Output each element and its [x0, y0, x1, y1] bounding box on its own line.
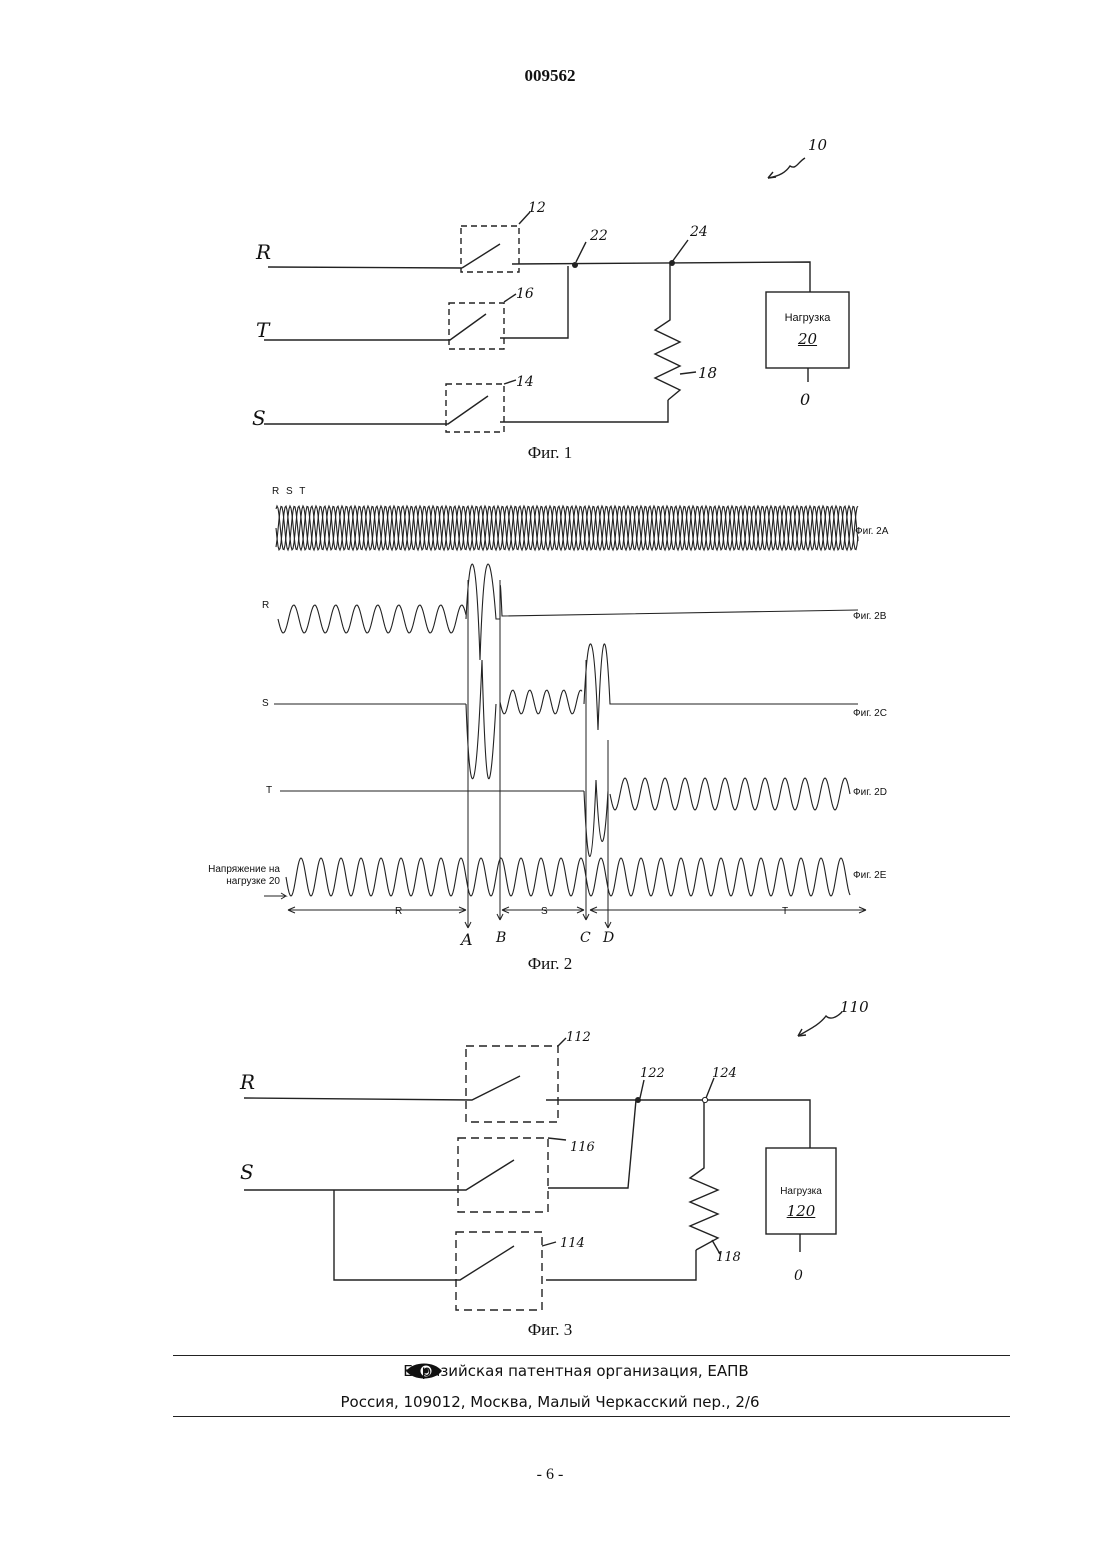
figure-1-circuit	[0, 0, 1100, 470]
fig2-caption: Фиг. 2	[450, 954, 650, 974]
footer-address: Россия, 109012, Москва, Малый Черкасский…	[0, 1393, 1100, 1411]
fig3-phase-r: R	[240, 1070, 255, 1094]
fig1-ref-label: 10	[808, 136, 827, 154]
footer-top-rule	[173, 1355, 1010, 1356]
fig2d-label: Фиг. 2D	[853, 787, 887, 798]
fig3-switch-116: 116	[570, 1140, 595, 1155]
fig3-load-label: Нагрузка	[766, 1186, 836, 1197]
fig3-caption: Фиг. 3	[450, 1320, 650, 1340]
fig2-span-s: S	[541, 906, 548, 917]
fig2-point-d: D	[603, 930, 614, 946]
fig2b-label: Фиг. 2B	[853, 611, 886, 622]
fig2-point-b: B	[496, 930, 506, 946]
fig2d-active-trace	[610, 778, 850, 810]
fig2e-trace	[286, 858, 850, 896]
fig1-ground: 0	[800, 390, 810, 409]
fig2-label-t: T	[266, 785, 272, 796]
fig3-phase-s: S	[240, 1160, 254, 1184]
fig2e-label: Фиг. 2E	[853, 870, 886, 881]
fig1-load-number: 20	[766, 330, 849, 348]
fig1-switch-16: 16	[516, 286, 534, 302]
fig2c-label: Фиг. 2C	[853, 708, 887, 719]
fig3-node-124: 124	[712, 1066, 737, 1081]
fig2-load-voltage-label: Напряжение на нагрузке 20	[196, 864, 280, 888]
fig1-switch-14: 14	[516, 374, 534, 390]
footer-bottom-rule	[173, 1416, 1010, 1417]
fig2c-end-trace	[584, 644, 858, 730]
fig1-caption: Фиг. 1	[450, 443, 650, 463]
fig2-label-s: S	[262, 698, 269, 709]
fig1-node-22: 22	[590, 228, 608, 244]
fig2d-transition-trace	[584, 780, 608, 856]
fig1-node-24: 24	[690, 224, 708, 240]
figure-3-circuit	[0, 990, 1100, 1330]
fig3-load-number: 120	[766, 1202, 836, 1220]
fig1-load-label: Нагрузка	[766, 312, 849, 324]
figure-2-waveforms	[0, 480, 1100, 980]
fig2a-label: Фиг. 2A	[855, 526, 888, 537]
page-number: - 6 -	[0, 1466, 1100, 1484]
fig2c-transition-trace	[466, 660, 496, 779]
fig2b-trace	[278, 605, 466, 633]
fig2-top-labels: R S T	[272, 486, 307, 497]
fig1-resistor-18: 18	[698, 364, 717, 382]
fig1-switch-12: 12	[528, 200, 546, 216]
fig2-label-r: R	[262, 600, 269, 611]
fig2c-active-trace	[500, 690, 582, 714]
fig2-span-t: T	[782, 906, 788, 917]
fig3-ground: 0	[794, 1268, 803, 1284]
fig1-phase-t: T	[256, 318, 269, 342]
fig3-node-122: 122	[640, 1066, 665, 1081]
fig3-resistor-118: 118	[716, 1250, 741, 1265]
fig3-switch-112: 112	[566, 1030, 591, 1045]
fig3-switch-114: 114	[560, 1236, 585, 1251]
fig3-ref-label: 110	[840, 998, 869, 1016]
fig2b-transition-trace	[466, 564, 858, 660]
fig1-phase-r: R	[256, 240, 271, 264]
load-voltage-line2: нагрузке 20	[226, 876, 280, 887]
fig1-phase-s: S	[252, 406, 266, 430]
footer-organization: Евразийская патентная организация, ЕАПВ	[0, 1362, 1100, 1380]
fig2-point-c: C	[580, 930, 591, 946]
fig2-span-r: R	[395, 906, 402, 917]
load-voltage-line1: Напряжение на	[208, 864, 280, 875]
fig2-point-a: A	[461, 930, 473, 949]
